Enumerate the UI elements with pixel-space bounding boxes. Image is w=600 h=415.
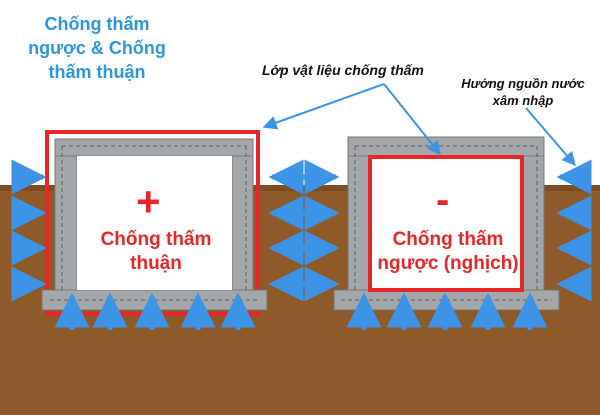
left-interior <box>77 156 232 290</box>
left-box-line-1: Chống thấm <box>100 229 212 250</box>
right-rebar <box>341 145 552 301</box>
left-box-label: Chống thấm thuận <box>80 228 232 276</box>
waterproof-layer-label: Lớp vật liệu chống thấm <box>262 62 424 78</box>
callout-lines <box>262 83 576 167</box>
callout-to-water <box>525 107 576 167</box>
water-arrows <box>11 159 592 330</box>
right-box-line-2: ngược (nghịch) <box>377 253 519 274</box>
left-wall-left <box>54 155 78 291</box>
title-line-2: ngược & Chống <box>28 38 166 58</box>
left-rebar <box>50 145 260 301</box>
right-box-label: Chống thấm ngược (nghịch) <box>369 228 527 276</box>
water-label-line-2: xâm nhập <box>492 93 554 108</box>
left-box-line-2: thuận <box>130 253 182 274</box>
minus-sign: - <box>436 178 450 222</box>
title-line-1: Chống thấm <box>44 14 150 34</box>
right-box-line-1: Chống thấm <box>392 229 504 250</box>
water-source-label: Hướng nguồn nước xâm nhập <box>448 75 598 109</box>
callout-to-left-layer <box>262 83 385 130</box>
right-structure <box>333 136 560 311</box>
right-red-layer <box>368 155 524 292</box>
right-interior <box>369 156 523 290</box>
plus-sign: + <box>136 178 161 225</box>
right-wall-left <box>347 155 370 291</box>
water-label-line-1: Hướng nguồn nước <box>461 76 585 91</box>
diagram-title: Chống thấm ngược & Chống thấm thuận <box>6 12 188 84</box>
left-wall-right <box>231 155 254 291</box>
left-roof-slab <box>54 138 254 157</box>
callout-to-right-layer <box>383 83 441 156</box>
title-line-3: thấm thuận <box>48 62 146 82</box>
